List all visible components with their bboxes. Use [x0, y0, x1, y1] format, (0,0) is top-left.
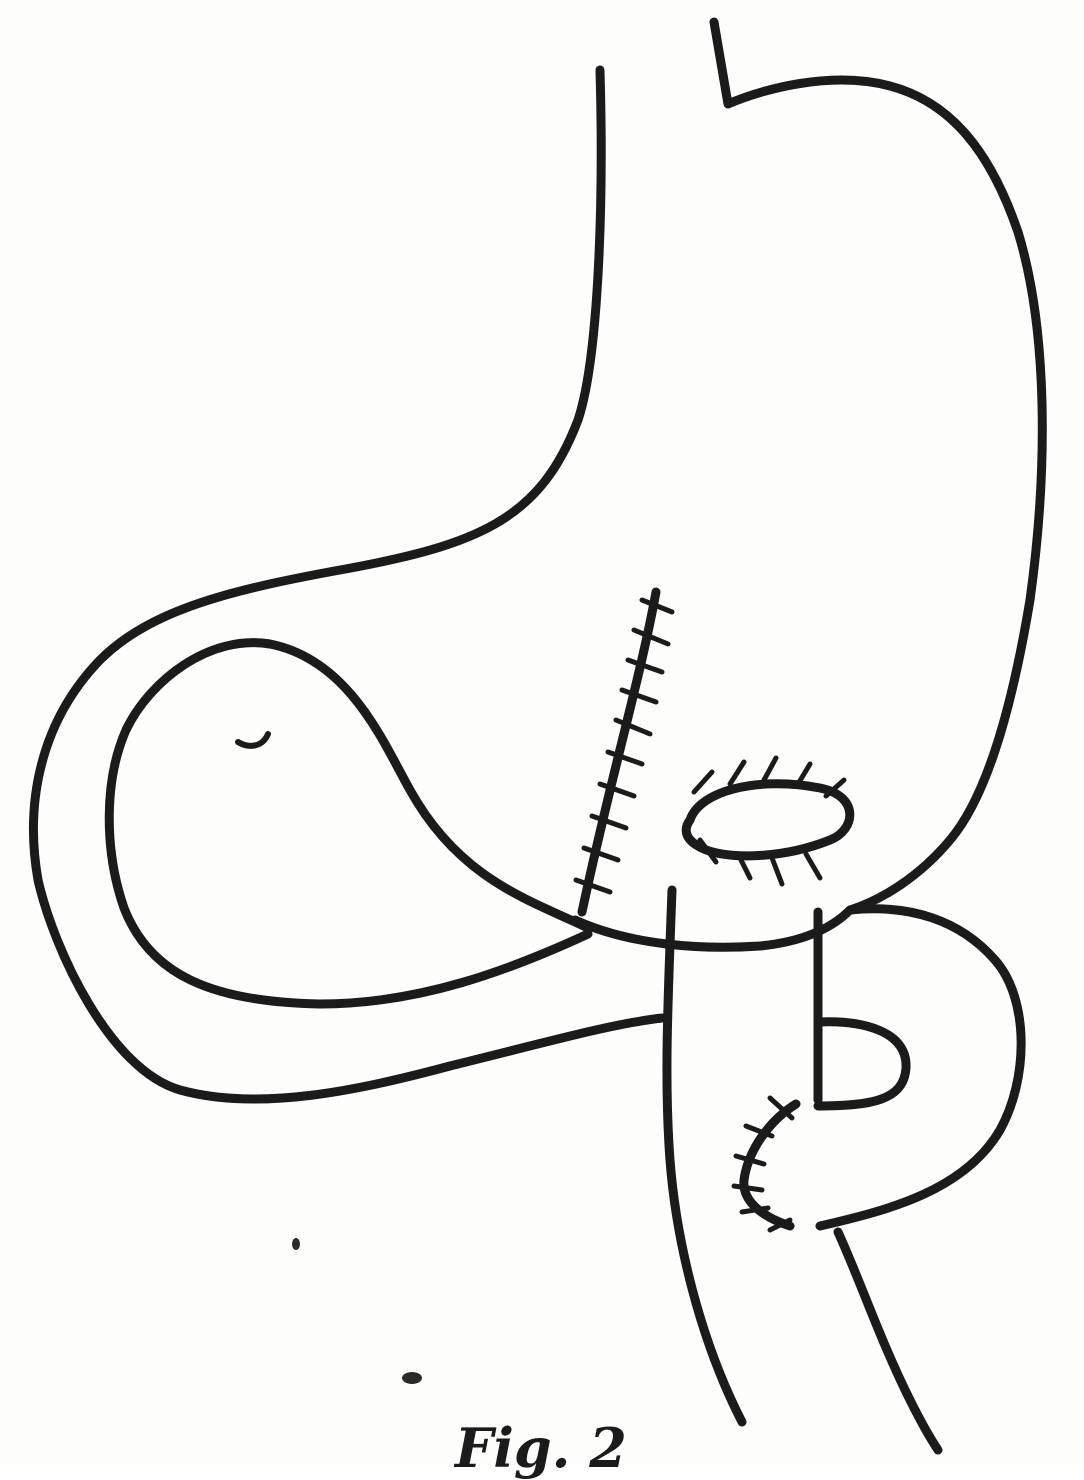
vertical-suture-line	[582, 592, 656, 912]
ink-mark-left	[238, 734, 268, 746]
figure-caption: Fig. 2	[455, 1418, 627, 1478]
anastomosis-stitches	[694, 758, 844, 884]
right-bowel-loop	[820, 909, 1021, 1226]
jejunum-left-wall	[667, 890, 742, 1422]
stomach-bottom-outline	[575, 910, 850, 947]
ink-speck-lower-left	[292, 1238, 300, 1250]
small-d-loop	[818, 1022, 906, 1106]
ink-speck-bottom	[402, 1372, 422, 1384]
duodenum-descending	[838, 1232, 938, 1450]
bowel-loop-inner	[109, 643, 588, 1004]
